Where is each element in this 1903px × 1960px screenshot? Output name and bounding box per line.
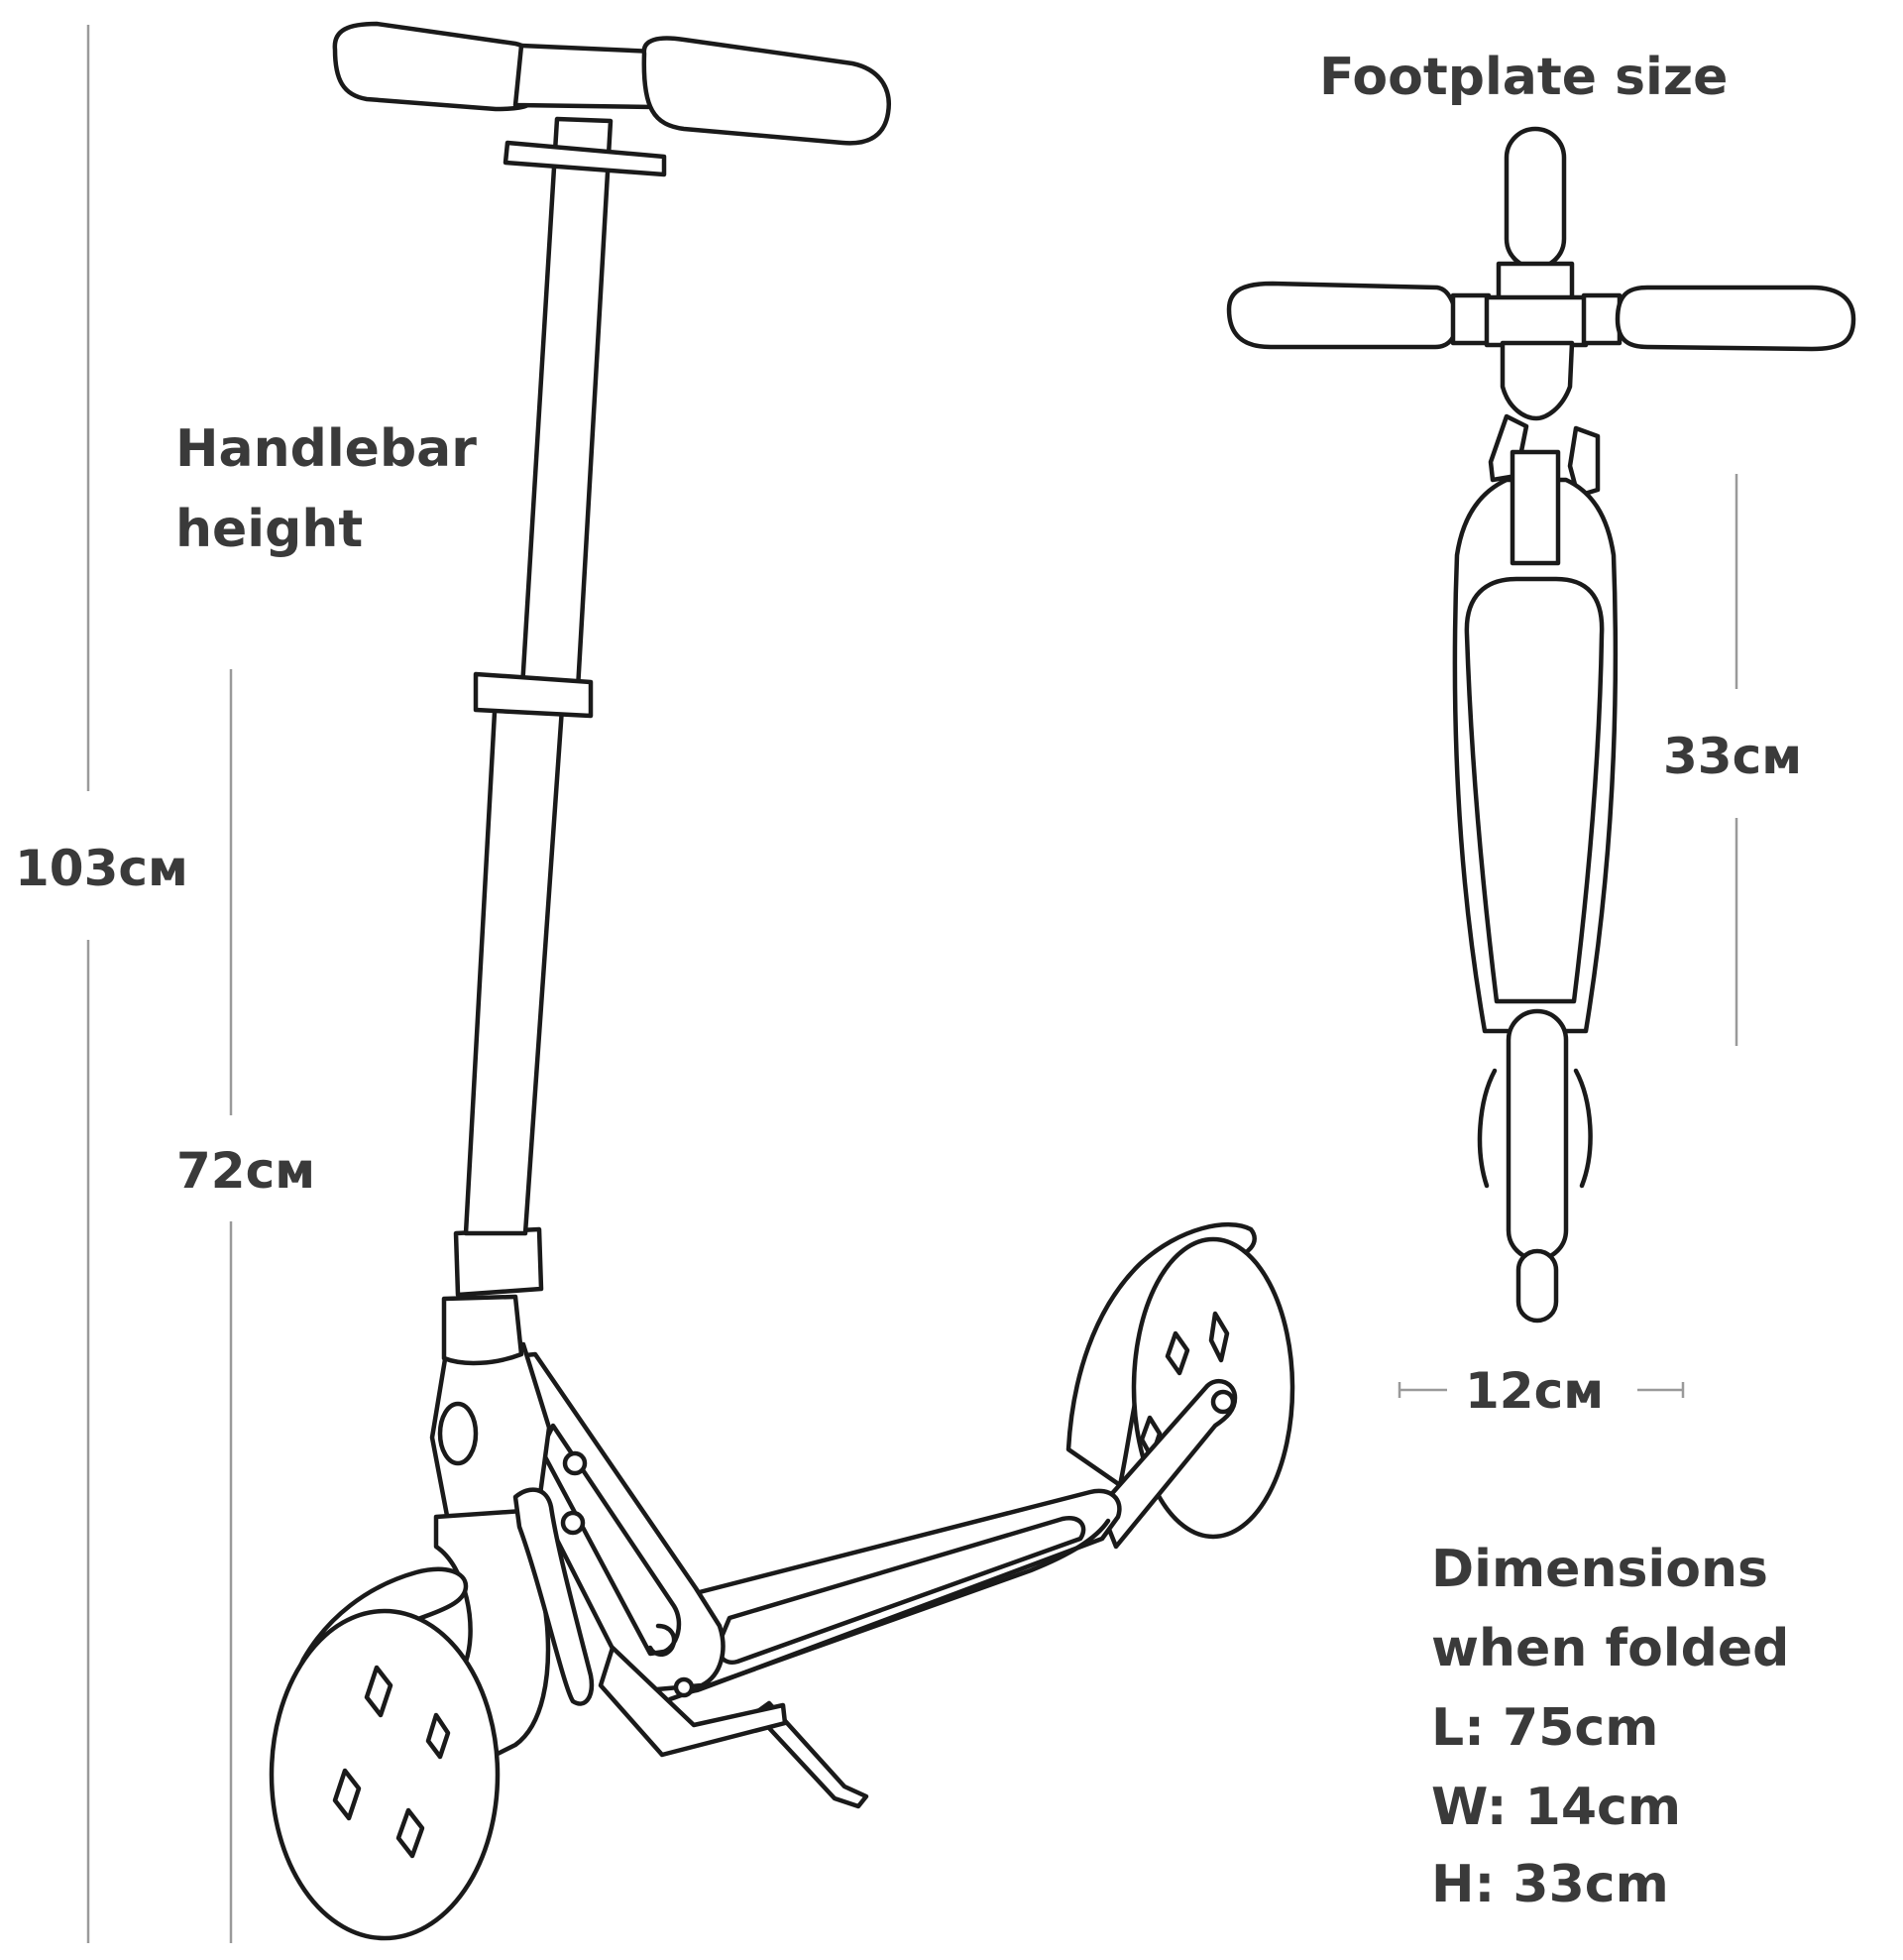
top-stem-base <box>1510 449 1561 566</box>
folded-length: L: 75cm <box>1431 1698 1658 1758</box>
steering-logo <box>437 1401 479 1466</box>
handlebar-center <box>512 43 657 110</box>
folded-height: H: 33cm <box>1431 1855 1669 1914</box>
top-rear-fender <box>1477 1068 1593 1189</box>
folded-width: W: 14cm <box>1431 1778 1681 1837</box>
top-right-grip-end <box>1581 292 1623 346</box>
footplate-title: Footplate size <box>1319 48 1728 107</box>
front-wheel-slot <box>425 1712 451 1760</box>
top-neck <box>1500 340 1575 421</box>
chassis-bolt <box>673 1676 695 1698</box>
top-stem-collar <box>1496 261 1575 302</box>
rear-wheel-slot <box>1208 1311 1230 1363</box>
top-left-grip-end <box>1450 292 1492 346</box>
right-grip <box>641 36 891 146</box>
lower-collar <box>441 1294 524 1366</box>
height-max-label: 103cм <box>15 840 188 897</box>
upper-stem-tube <box>518 116 614 709</box>
rear-axle-bolt <box>1210 1389 1236 1415</box>
top-deck-grip <box>1464 576 1605 1004</box>
top-stem-post <box>1504 126 1567 271</box>
scooter-side-view <box>269 21 1295 1941</box>
hinge-bolt <box>562 1450 588 1476</box>
folded-title-line2: when folded <box>1431 1619 1789 1678</box>
deck-chassis <box>667 1518 1111 1702</box>
front-wheel-slot <box>332 1768 362 1821</box>
hinge-latch <box>647 1623 677 1657</box>
folded-title-line1: Dimensions <box>1431 1540 1768 1599</box>
handlebar-label-line2: height <box>175 500 363 559</box>
lower-chassis <box>598 1645 788 1758</box>
height-min-label: 72cм <box>176 1142 315 1200</box>
top-rear-wheel-tip <box>1515 1248 1559 1324</box>
footplate-width-label: 12cм <box>1465 1362 1604 1420</box>
top-left-grip <box>1226 281 1460 350</box>
scooter-top-view <box>1226 126 1856 1324</box>
hinge-bolt <box>560 1510 586 1536</box>
top-handlebar-clamp <box>1484 294 1589 348</box>
brake-lever <box>512 1487 595 1706</box>
top-right-grip <box>1615 285 1856 352</box>
lower-stem-tube <box>463 691 566 1236</box>
rear-wheel-slot <box>1165 1330 1190 1376</box>
handlebar-label-line1: Handlebar <box>175 419 477 479</box>
handlebar-brace <box>503 140 667 177</box>
front-wheel-slot <box>395 1807 425 1859</box>
front-wheel <box>269 1608 501 1941</box>
front-wheel-slot <box>364 1665 393 1718</box>
height-clamp <box>473 671 594 719</box>
left-grip <box>332 21 543 112</box>
footplate-length-label: 33cм <box>1663 728 1802 785</box>
quick-release-clamp <box>453 1226 544 1298</box>
top-rear-wheel <box>1506 1008 1569 1262</box>
rear-axle-arm <box>1097 1378 1238 1550</box>
dimension-guides <box>86 25 1738 1943</box>
